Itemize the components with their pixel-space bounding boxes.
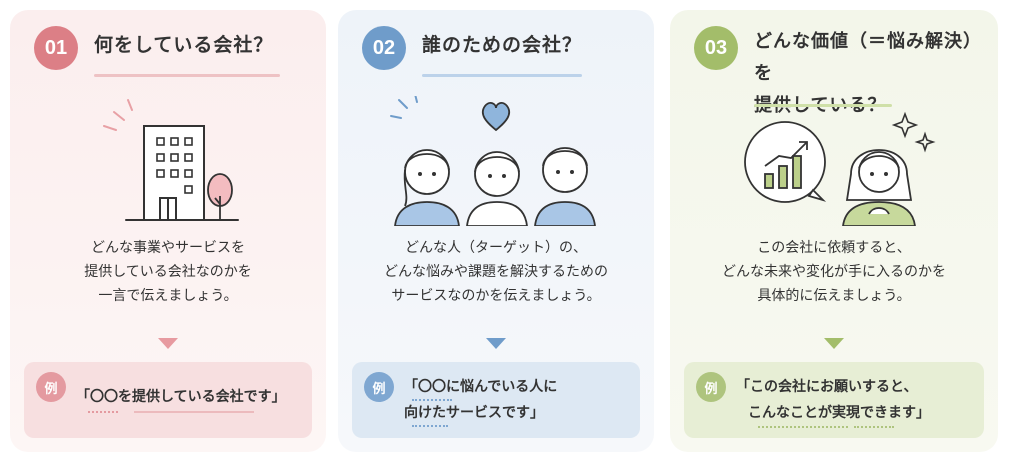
example-text: 「〇〇を提供している会社です」 (76, 384, 304, 410)
title-underline (754, 104, 892, 107)
growth-chart-woman-icon (670, 96, 998, 226)
dotted-underline (854, 426, 894, 428)
title-underline (422, 74, 582, 77)
dotted-underline (88, 411, 118, 413)
example-line: こんなことが実現できます」 (748, 405, 930, 421)
office-building-icon (10, 96, 326, 226)
example-text: 「この会社にお願いすると、 こんなことが実現できます」 (736, 374, 976, 426)
people-heart-icon (338, 96, 654, 226)
description-line: どんな未来や変化が手に入るのかを (722, 264, 946, 280)
card-what-company: 01 何をしている会社？ (10, 10, 326, 452)
card-header: 03 どんな価値（＝悩み解決）を 提供している？ (694, 26, 982, 116)
example-line: 「〇〇を提供している会社です」 (76, 389, 286, 405)
step-number: 02 (362, 26, 406, 70)
description-line: どんな事業やサービスを (91, 240, 245, 256)
card-description: この会社に依頼すると、 どんな未来や変化が手に入るのかを 具体的に伝えましょう。 (670, 236, 998, 308)
step-number: 01 (34, 26, 78, 70)
example-line: 「〇〇に悩んでいる人に (404, 379, 558, 395)
description-line: どんな悩みや課題を解決するための (384, 264, 608, 280)
description-line: この会社に依頼すると、 (757, 240, 911, 256)
description-line: 一言で伝えましょう。 (98, 288, 238, 304)
example-box: 例 「この会社にお願いすると、 こんなことが実現できます」 (684, 362, 984, 438)
example-box: 例 「〇〇を提供している会社です」 (24, 362, 312, 438)
description-line: 具体的に伝えましょう。 (757, 288, 911, 304)
description-line: どんな人（ターゲット）の、 (405, 240, 587, 256)
description-line: 提供している会社なのかを (84, 264, 252, 280)
card-description: どんな人（ターゲット）の、 どんな悩みや課題を解決するための サービスなのかを伝… (338, 236, 654, 308)
example-box: 例 「〇〇に悩んでいる人に 向けたサービスです」 (352, 362, 640, 438)
down-arrow-icon (824, 338, 844, 349)
dotted-underline (758, 426, 848, 428)
example-line: 「この会社にお願いすると、 (736, 379, 918, 395)
example-line: 向けたサービスです」 (404, 405, 544, 421)
dotted-underline (134, 411, 254, 413)
card-description: どんな事業やサービスを 提供している会社なのかを 一言で伝えましょう。 (10, 236, 326, 308)
down-arrow-icon (158, 338, 178, 349)
down-arrow-icon (486, 338, 506, 349)
card-title: 誰のための会社？ (422, 34, 583, 56)
title-underline (94, 74, 280, 77)
card-header: 02 誰のための会社？ (362, 26, 638, 86)
example-text: 「〇〇に悩んでいる人に 向けたサービスです」 (404, 374, 632, 426)
example-badge: 例 (696, 372, 726, 402)
dotted-underline (412, 425, 448, 427)
dotted-underline (412, 399, 452, 401)
example-badge: 例 (364, 372, 394, 402)
card-for-whom: 02 誰のための会社？ (338, 10, 654, 452)
description-line: サービスなのかを伝えましょう。 (391, 288, 601, 304)
step-number: 03 (694, 26, 738, 70)
card-header: 01 何をしている会社？ (34, 26, 310, 86)
title-line: どんな価値（＝悩み解決）を (754, 31, 982, 84)
example-badge: 例 (36, 372, 66, 402)
card-title: 何をしている会社？ (94, 34, 274, 56)
card-value: 03 どんな価値（＝悩み解決）を 提供している？ (670, 10, 998, 452)
